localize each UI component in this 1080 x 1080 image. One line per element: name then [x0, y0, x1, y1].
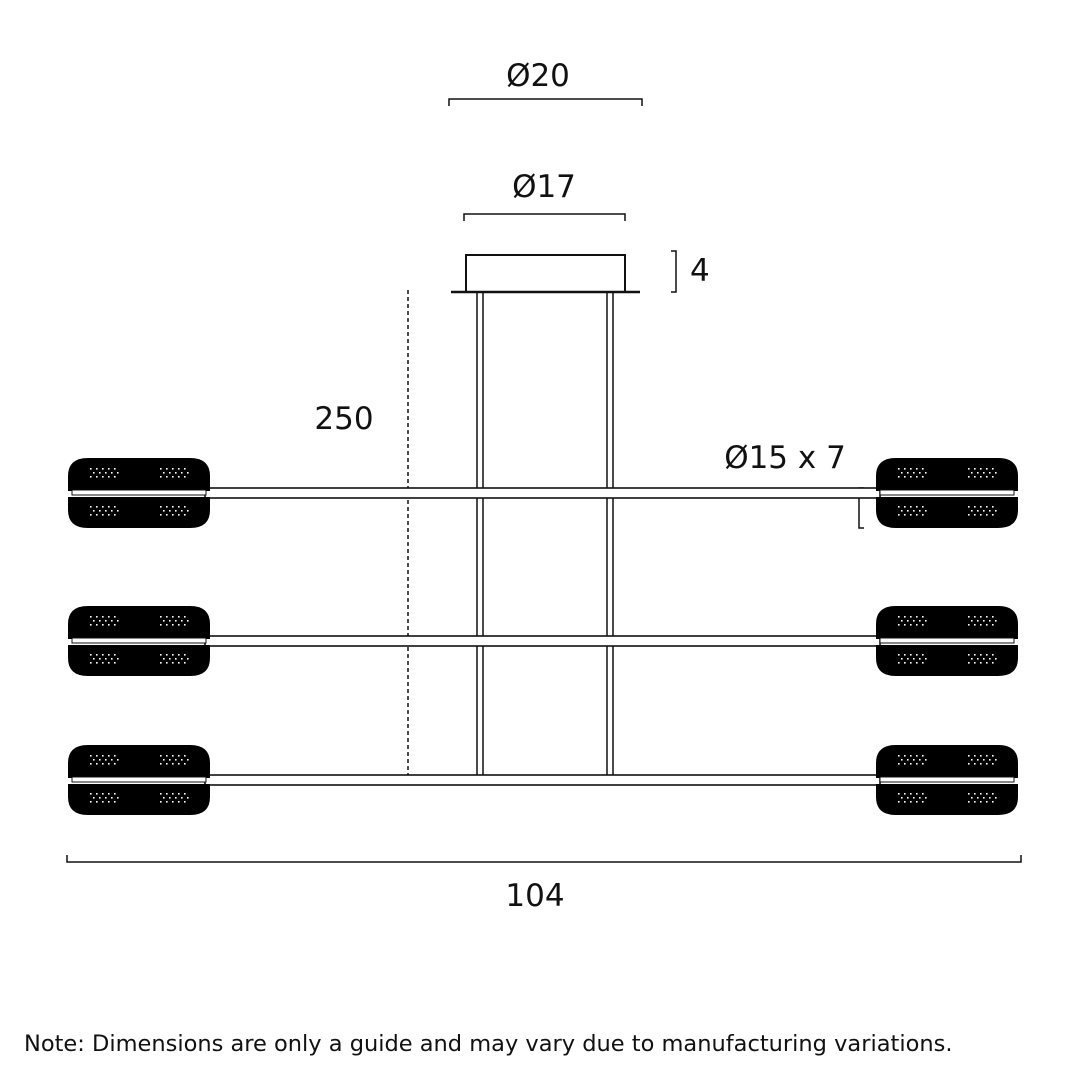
- light-arm: [68, 606, 1018, 676]
- lamp-shade: [876, 458, 1018, 528]
- canopy: [465, 254, 626, 293]
- canopy-height-bracket: [671, 250, 677, 293]
- light-arm: [68, 745, 1018, 815]
- disclaimer-note: Note: Dimensions are only a guide and ma…: [24, 1031, 953, 1057]
- lamp-shade: [876, 745, 1018, 815]
- total-width-dimension-line: [66, 855, 1022, 863]
- total-width-label: 104: [505, 878, 564, 914]
- light-arm: [68, 458, 1018, 528]
- canopy-inner-label: Ø17: [512, 169, 576, 205]
- canopy-inner-dimension-line: [463, 213, 626, 221]
- shade-size-label: Ø15 x 7: [724, 440, 846, 476]
- suspension-rods: [476, 293, 614, 776]
- lamp-shade: [68, 606, 210, 676]
- lamp-shade: [876, 606, 1018, 676]
- canopy-outer-label: Ø20: [506, 58, 570, 94]
- lamp-shade: [68, 745, 210, 815]
- canopy-outer-dimension-line: [448, 98, 643, 106]
- lamp-shade: [68, 458, 210, 528]
- drop-height-label: 250: [314, 401, 373, 437]
- canopy-height-label: 4: [690, 253, 710, 289]
